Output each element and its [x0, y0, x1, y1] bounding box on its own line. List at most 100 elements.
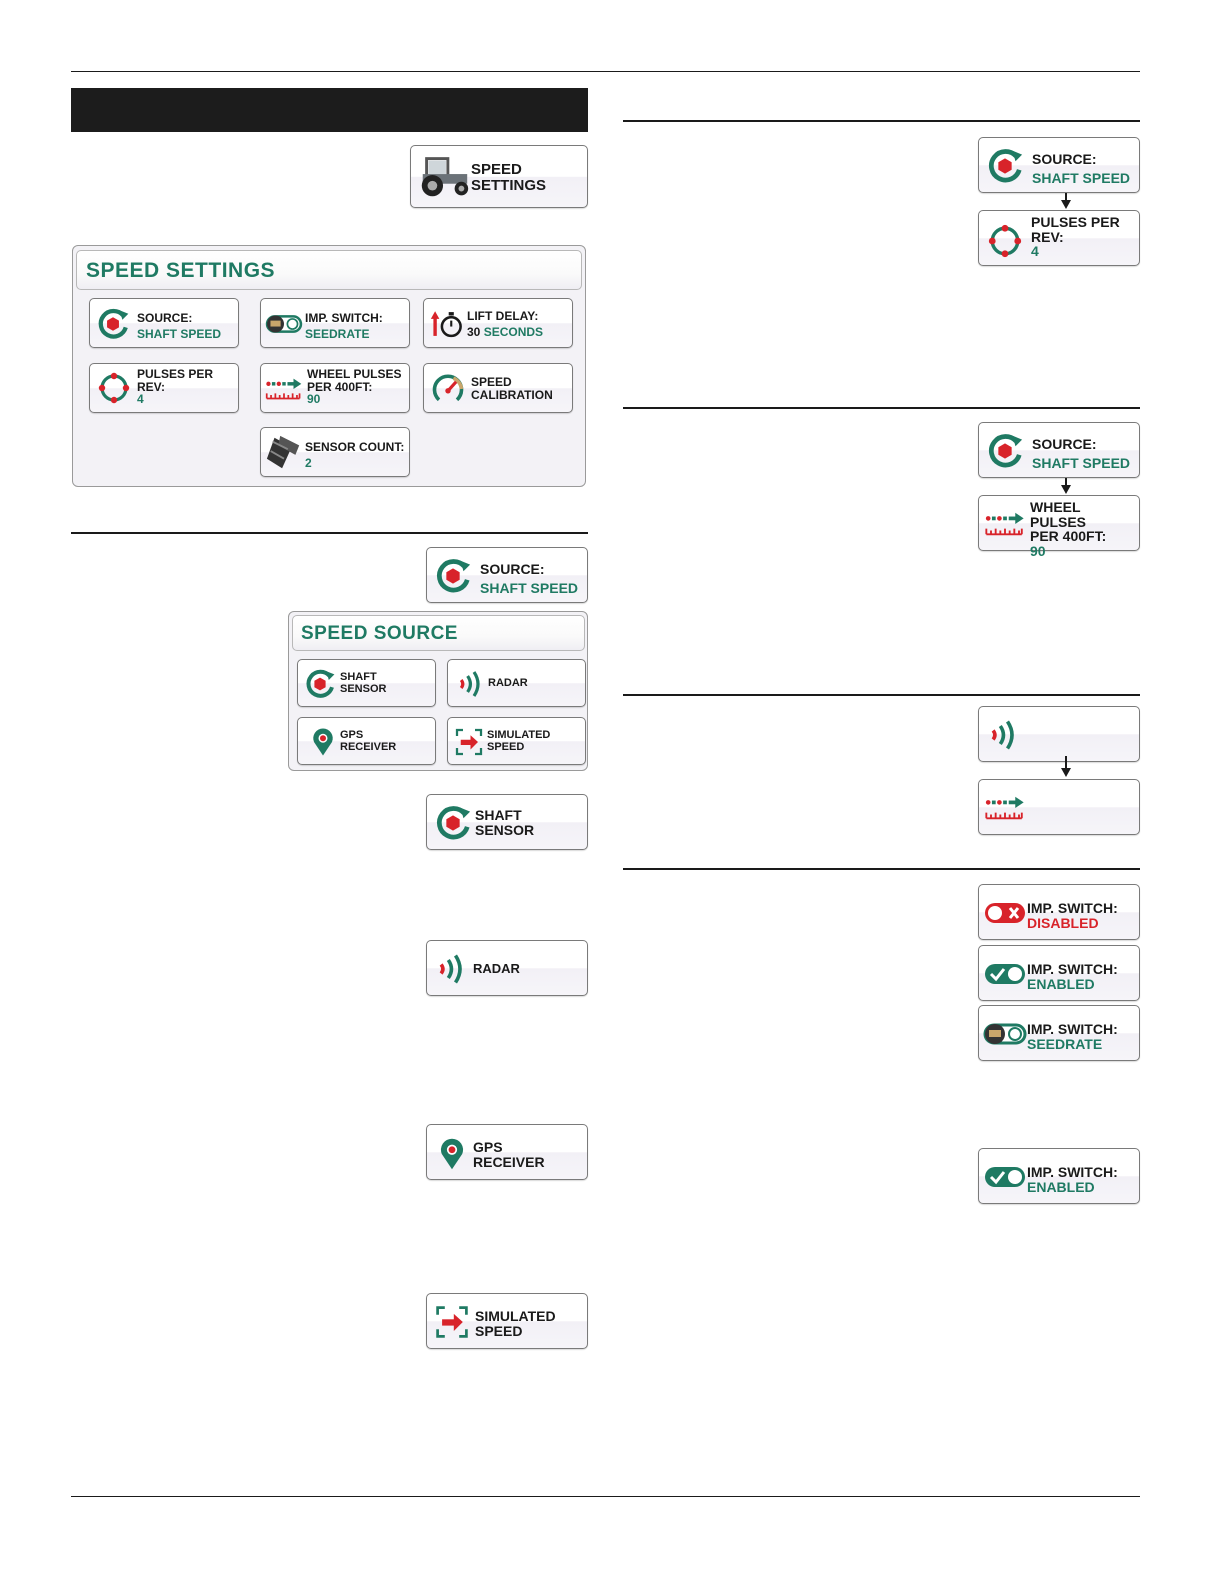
speed-calibration-button[interactable]: SPEED CALIBRATION — [423, 363, 573, 413]
source-button[interactable]: SOURCE: SHAFT SPEED — [426, 547, 588, 603]
speed-settings-line1: SPEED — [471, 161, 522, 178]
right-rule-3 — [623, 694, 1140, 696]
imp-switch-enabled-button[interactable]: IMP. SWITCH: ENABLED — [978, 945, 1140, 1001]
section-header-bar — [71, 88, 588, 132]
imp-seedrate-label: IMP. SWITCH: — [1027, 1021, 1118, 1037]
right-pulses-value: 4 — [1031, 243, 1039, 260]
gps-pin-icon — [435, 1135, 469, 1173]
pulses-icon — [988, 224, 1022, 258]
sensor-count-label: SENSOR COUNT: — [305, 440, 405, 454]
gps-receiver-option[interactable]: GPS RECEIVER — [297, 717, 436, 765]
sensor-count-button[interactable]: SENSOR COUNT: 2 — [260, 427, 410, 477]
shaft-option-line1: SHAFT — [340, 671, 377, 683]
shaft-speed-icon — [986, 432, 1024, 470]
shaft-speed-icon — [434, 557, 472, 595]
radar-option-label: RADAR — [488, 677, 528, 689]
shaft-option-line2: SENSOR — [340, 682, 387, 695]
imp-enabled2-value: ENABLED — [1027, 1178, 1095, 1195]
imp-enabled2-label: IMP. SWITCH: — [1027, 1164, 1118, 1180]
lift-delay-label: LIFT DELAY: — [467, 309, 539, 323]
imp-disabled-value: DISABLED — [1027, 914, 1099, 931]
source-button-value: SHAFT SPEED — [480, 579, 579, 596]
bottom-rule — [71, 1496, 1140, 1497]
imp-seedrate-value: SEEDRATE — [1027, 1035, 1103, 1052]
pulses-label-1: PULSES PER — [137, 367, 214, 381]
wheel-pulses-icon — [984, 510, 1026, 538]
seedrate-toggle-icon — [983, 1021, 1027, 1047]
sensor-icon — [265, 434, 303, 472]
right-wheel-icon-button[interactable] — [978, 779, 1140, 835]
calibration-line1: SPEED — [471, 375, 512, 389]
wheel-pulses-button[interactable]: WHEEL PULSES PER 400FT: 90 — [260, 363, 410, 413]
imp-switch-label: IMP. SWITCH: — [305, 311, 383, 325]
right-radar-icon-button[interactable] — [978, 706, 1140, 762]
right-pulses-label-2: REV: — [1031, 228, 1064, 245]
gauge-icon — [430, 371, 466, 407]
tractor-icon — [415, 154, 473, 198]
source-setting-button[interactable]: SOURCE: SHAFT SPEED — [89, 298, 239, 348]
seedrate-toggle-icon — [265, 313, 303, 335]
gps-pin-icon — [308, 726, 338, 758]
simulated-button-line1: SIMULATED — [475, 1308, 556, 1324]
lift-delay-unit: SECONDS — [483, 324, 544, 339]
pulses-value: 4 — [137, 392, 144, 407]
top-rule — [71, 71, 1140, 72]
speed-settings-title: SPEED SETTINGS — [86, 259, 276, 282]
wheel-pulses-icon — [265, 376, 303, 402]
simulated-speed-icon — [434, 1304, 470, 1340]
flow-arrow-line — [1065, 756, 1067, 769]
speed-settings-header: SPEED SETTINGS — [76, 250, 582, 290]
imp-disabled-label: IMP. SWITCH: — [1027, 900, 1118, 916]
flow-arrow-head — [1061, 768, 1071, 777]
right-rule-4 — [623, 868, 1140, 870]
shaft-speed-icon — [304, 668, 336, 700]
shaft-sensor-button[interactable]: SHAFT SENSOR — [426, 794, 588, 850]
right-source-value-2: SHAFT SPEED — [1032, 454, 1131, 471]
gps-receiver-button[interactable]: GPS RECEIVER — [426, 1124, 588, 1180]
imp-switch-disabled-button[interactable]: IMP. SWITCH: DISABLED — [978, 884, 1140, 940]
speed-settings-button[interactable]: SPEED SETTINGS — [410, 145, 588, 208]
shaft-sensor-line2: SENSOR — [475, 821, 535, 838]
lift-delay-setting-button[interactable]: LIFT DELAY: 30 SECONDS — [423, 298, 573, 348]
right-wheel-label-1: WHEEL PULSES — [1030, 499, 1087, 530]
pulses-icon — [98, 372, 130, 404]
radar-icon — [433, 951, 469, 987]
pulses-label-2: REV: — [137, 379, 166, 394]
imp-switch-enabled-button-2[interactable]: IMP. SWITCH: ENABLED — [978, 1148, 1140, 1204]
speed-settings-panel: SPEED SETTINGS SOURCE: SHAFT SPEED IMP. … — [72, 245, 586, 487]
simulated-speed-icon — [454, 727, 484, 757]
imp-switch-seedrate-button[interactable]: IMP. SWITCH: SEEDRATE — [978, 1005, 1140, 1061]
wheel-pulses-icon — [984, 794, 1026, 822]
toggle-off-icon — [983, 900, 1027, 926]
imp-switch-setting-button[interactable]: IMP. SWITCH: SEEDRATE — [260, 298, 410, 348]
wheel-pulses-label-1: WHEEL PULSES — [307, 367, 402, 381]
flow-arrow-head — [1061, 200, 1071, 209]
imp-enabled-label: IMP. SWITCH: — [1027, 961, 1118, 977]
right-wheel-pulses-button[interactable]: WHEEL PULSES PER 400FT: 90 — [978, 495, 1140, 558]
radar-icon — [454, 668, 486, 700]
radar-button[interactable]: RADAR — [426, 940, 588, 996]
gps-option-line1: GPS — [340, 729, 364, 741]
source-label: SOURCE: — [137, 311, 193, 325]
flow-arrow-line — [1065, 193, 1067, 201]
source-value: SHAFT SPEED — [137, 326, 222, 341]
pulses-per-rev-button[interactable]: PULSES PER REV: 4 — [89, 363, 239, 413]
simulated-button-line2: SPEED — [475, 1322, 523, 1339]
simulated-speed-button[interactable]: SIMULATED SPEED — [426, 1293, 588, 1349]
gps-button-line1: GPS — [473, 1139, 503, 1155]
right-rule-2 — [623, 407, 1140, 409]
right-source-button[interactable]: SOURCE: SHAFT SPEED — [978, 137, 1140, 193]
calibration-line2: CALIBRATION — [471, 387, 553, 402]
simulated-speed-option[interactable]: SIMULATED SPEED — [447, 717, 586, 765]
right-pulses-button[interactable]: PULSES PER REV: 4 — [978, 210, 1140, 266]
right-wheel-label-2: PER 400FT: — [1030, 528, 1107, 545]
shaft-speed-icon — [986, 147, 1024, 185]
simulated-option-line1: SIMULATED — [487, 729, 551, 741]
right-source-label: SOURCE: — [1032, 151, 1097, 167]
imp-switch-value: SEEDRATE — [305, 326, 370, 341]
right-source-button-2[interactable]: SOURCE: SHAFT SPEED — [978, 422, 1140, 478]
right-source-label-2: SOURCE: — [1032, 436, 1097, 452]
shaft-speed-icon — [434, 804, 472, 842]
shaft-sensor-option[interactable]: SHAFT SENSOR — [297, 659, 436, 707]
radar-option[interactable]: RADAR — [447, 659, 586, 707]
